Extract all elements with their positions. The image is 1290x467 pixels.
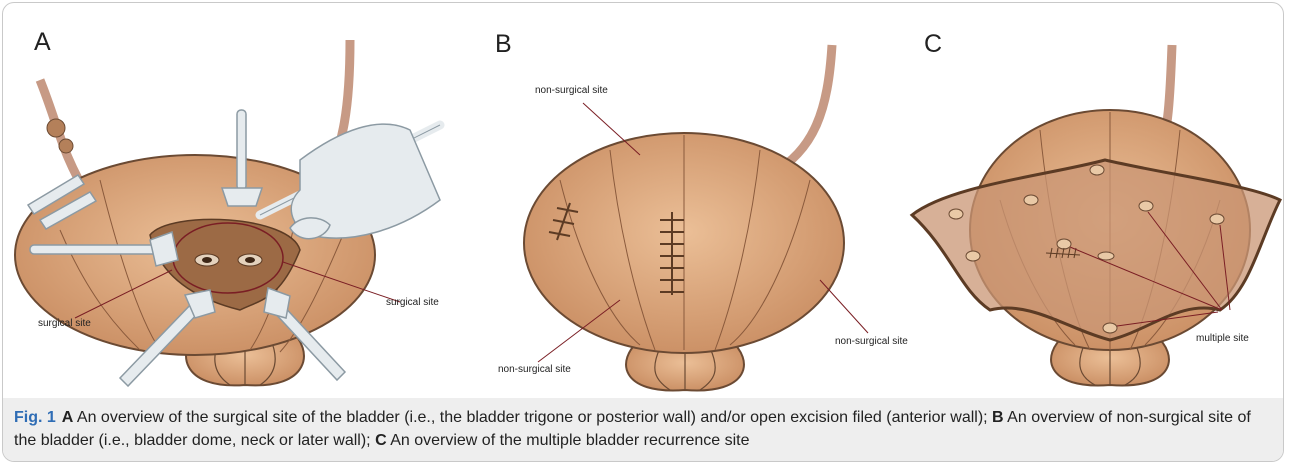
panel-b-drawing [524, 45, 868, 390]
panel-a-label-right: surgical site [386, 297, 439, 308]
panel-b-letter: B [495, 30, 512, 59]
caption-a-text: An overview of the surgical site of the … [73, 409, 992, 426]
panel-a-drawing [15, 40, 440, 386]
panel-c-letter: C [924, 30, 942, 59]
panel-c-everted-wall [912, 160, 1280, 340]
panel-b-label-right: non-surgical site [835, 336, 908, 347]
panel-b-label-bottom-left: non-surgical site [498, 364, 571, 375]
caption-figure-label: Fig. 1 [14, 409, 56, 426]
caption-a-letter: A [62, 409, 74, 426]
panel-b-pointer-right [820, 280, 868, 333]
figure-caption: Fig. 1 A An overview of the surgical site… [14, 406, 1264, 452]
panel-c-label-right: multiple site [1196, 333, 1249, 344]
panel-a-label-left: surgical site [38, 318, 91, 329]
panel-b-label-top: non-surgical site [535, 85, 608, 96]
caption-b-letter: B [992, 409, 1004, 426]
caption-c-letter: C [375, 432, 387, 449]
caption-c-text: An overview of the multiple bladder recu… [387, 432, 750, 449]
panel-a-letter: A [34, 28, 51, 57]
